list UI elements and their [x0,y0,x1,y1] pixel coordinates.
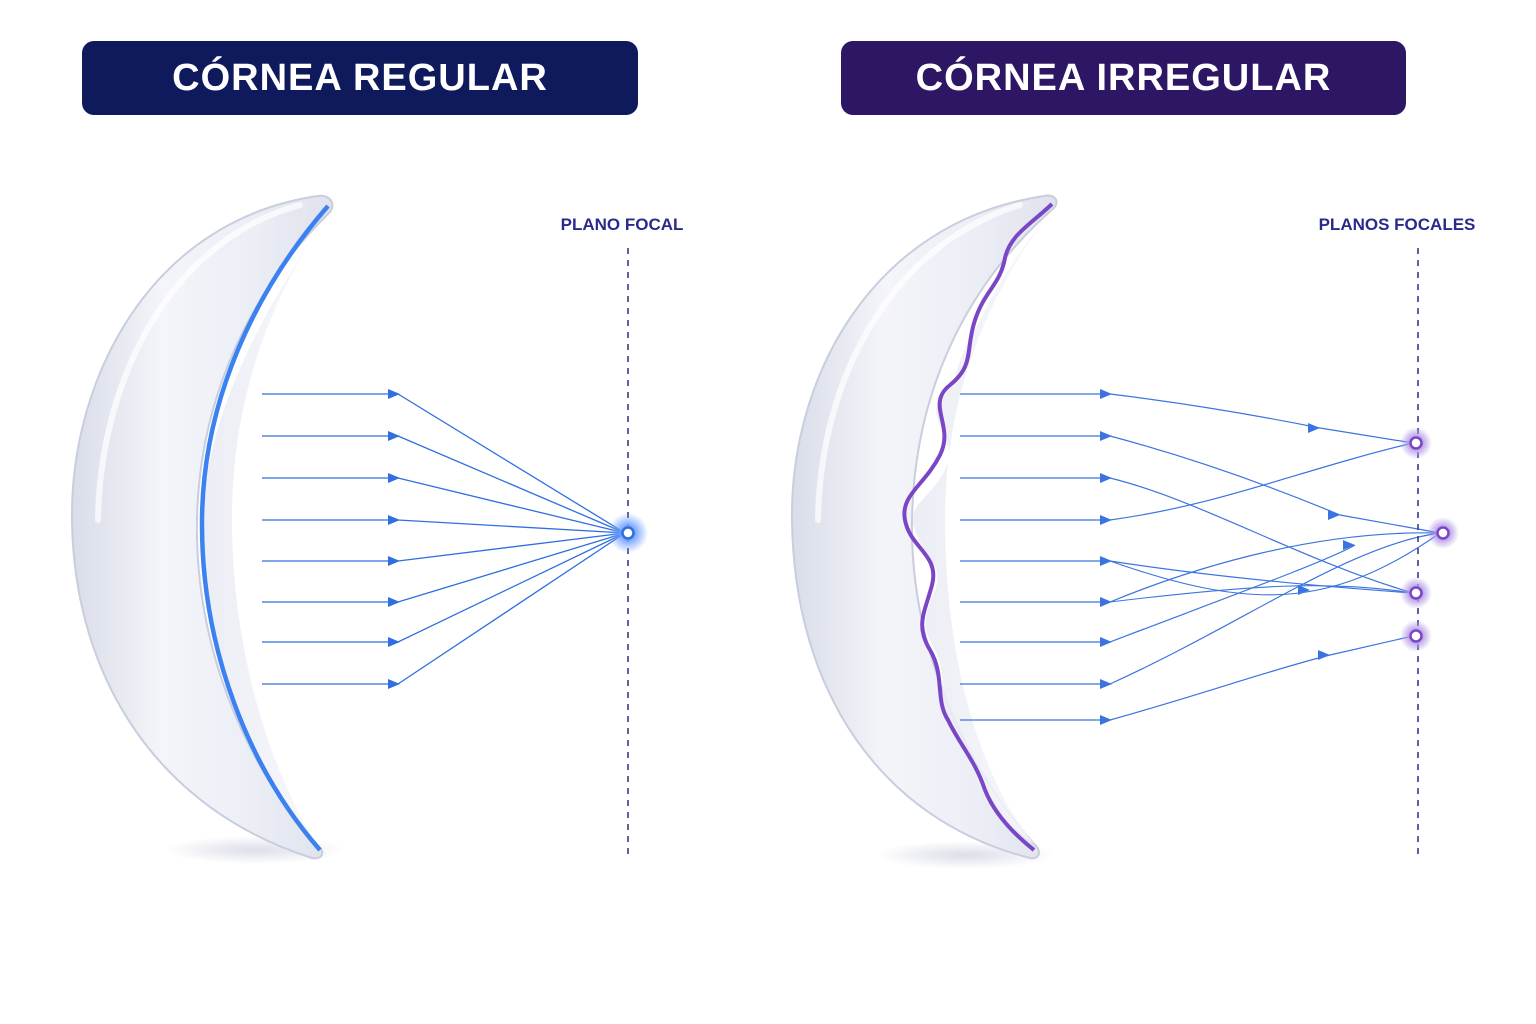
irregular-ray-arrowhead-1 [1308,423,1320,433]
focal-plane-label: PLANO FOCAL [561,215,684,234]
irregular-lens-body [790,194,1058,860]
focal-point-4 [1409,629,1423,643]
irregular-refracted-ray-6 [1109,532,1441,603]
regular-lens-inner [202,212,330,846]
irregular-refracted-ray-5 [1109,560,1414,594]
regular-inner-surface [199,204,330,852]
focal-point-2 [1436,526,1450,540]
irregular-inner-surface [902,202,1054,852]
scatter-ray-a [1109,532,1441,596]
scatter-ray-b [1109,585,1414,603]
irregular-lens-highlight [815,202,1023,523]
irregular-refracted-ray-9 [1109,635,1414,721]
irregular-refracted-ray-1 [1109,393,1414,444]
irregular-ray-arrowhead-7 [1343,540,1355,550]
refracted-ray-1 [397,393,626,534]
regular-cornea-group: PLANO FOCAL [70,194,684,864]
focal-planes-label: PLANOS FOCALES [1319,215,1476,234]
refracted-ray-6 [397,532,626,603]
irregular-refracted-ray-7 [1109,544,1356,643]
regular-lens-highlight [95,202,303,523]
focal-point-1 [1409,436,1423,450]
refracted-ray-8 [397,532,626,685]
irregular-cornea-group: PLANOS FOCALES [790,194,1476,869]
focal-point-3 [1409,586,1423,600]
irregular-lens-inner [912,208,1054,844]
irregular-refracted-ray-2 [1109,435,1441,534]
irregular-refracted-ray-8 [1109,532,1441,685]
refracted-ray-2 [397,435,626,534]
irregular-refracted-ray-4 [1109,442,1414,521]
refracted-ray-3 [397,477,626,534]
irregular-refracted-ray-3 [1109,477,1414,594]
irregular-light-rays [960,389,1441,725]
irregular-ray-arrowhead-2 [1328,510,1340,520]
refracted-ray-5 [397,532,626,562]
focal-point [621,526,635,540]
refracted-ray-4 [397,519,626,534]
irregular-cornea-title: CÓRNEA IRREGULAR [841,41,1406,115]
regular-light-rays [262,389,626,689]
regular-cornea-title: CÓRNEA REGULAR [82,41,638,115]
irregular-ray-arrowhead-9 [1318,650,1330,660]
refracted-ray-7 [397,532,626,643]
